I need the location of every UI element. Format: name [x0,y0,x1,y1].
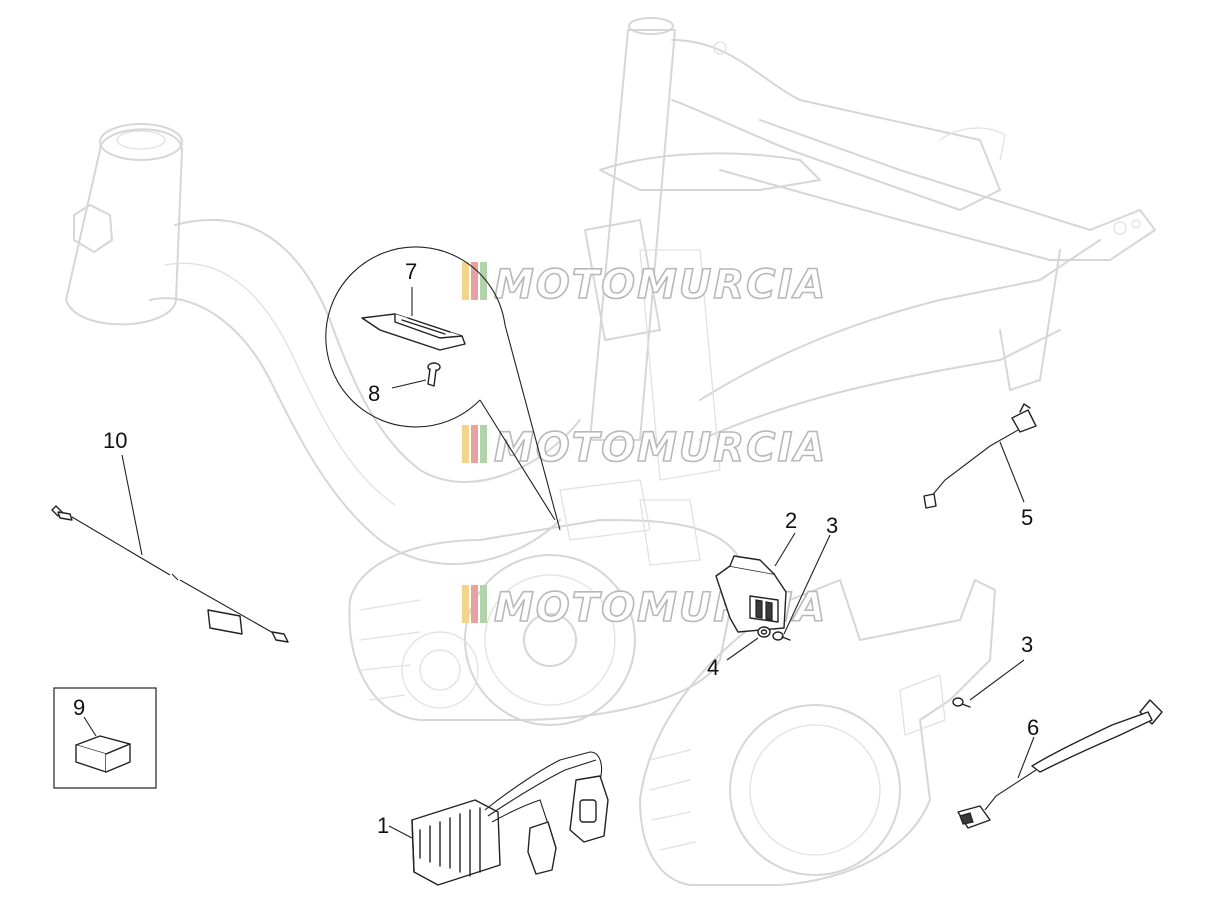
motor-housing [348,479,741,726]
label-part-1: 1 [377,813,389,838]
part-4-washer [726,626,771,661]
label-part-4: 4 [707,655,719,680]
label-part-3-upper: 3 [826,513,838,538]
part-7-clip [361,287,466,351]
down-tube [174,219,581,483]
label-part-2: 2 [785,508,797,533]
label-part-5: 5 [1021,505,1033,530]
part-1-harness [388,751,609,886]
part-6-cable [957,699,1163,829]
seat-tube [589,17,676,441]
part-number-labels: 1 2 3 4 5 3 6 7 8 9 10 [73,259,1039,838]
part-3-screw-upper [772,534,831,641]
watermark-top: MOTOMURCIA [462,261,827,309]
head-tube [65,123,183,326]
motor-cover [639,579,996,886]
part-5-sensor [923,403,1037,509]
watermark-text: MOTOMURCIA [494,425,827,471]
label-part-9: 9 [73,695,85,720]
watermark-middle: MOTOMURCIA [462,424,827,472]
part-8-rivet [391,362,441,389]
label-part-7: 7 [405,259,417,284]
detail-callout-7-8 [325,246,561,531]
part-3-screw-lower [952,659,1025,708]
top-tube [671,39,1001,211]
part-9-box [53,687,157,789]
label-part-6: 6 [1027,715,1039,740]
part-2-controller [715,532,796,633]
watermark-text: MOTOMURCIA [494,262,827,308]
ghost-frame [65,17,1156,886]
part-10-cable [51,454,289,643]
label-part-3-lower: 3 [1021,632,1033,657]
label-part-8: 8 [368,381,380,406]
label-part-10: 10 [103,428,127,453]
